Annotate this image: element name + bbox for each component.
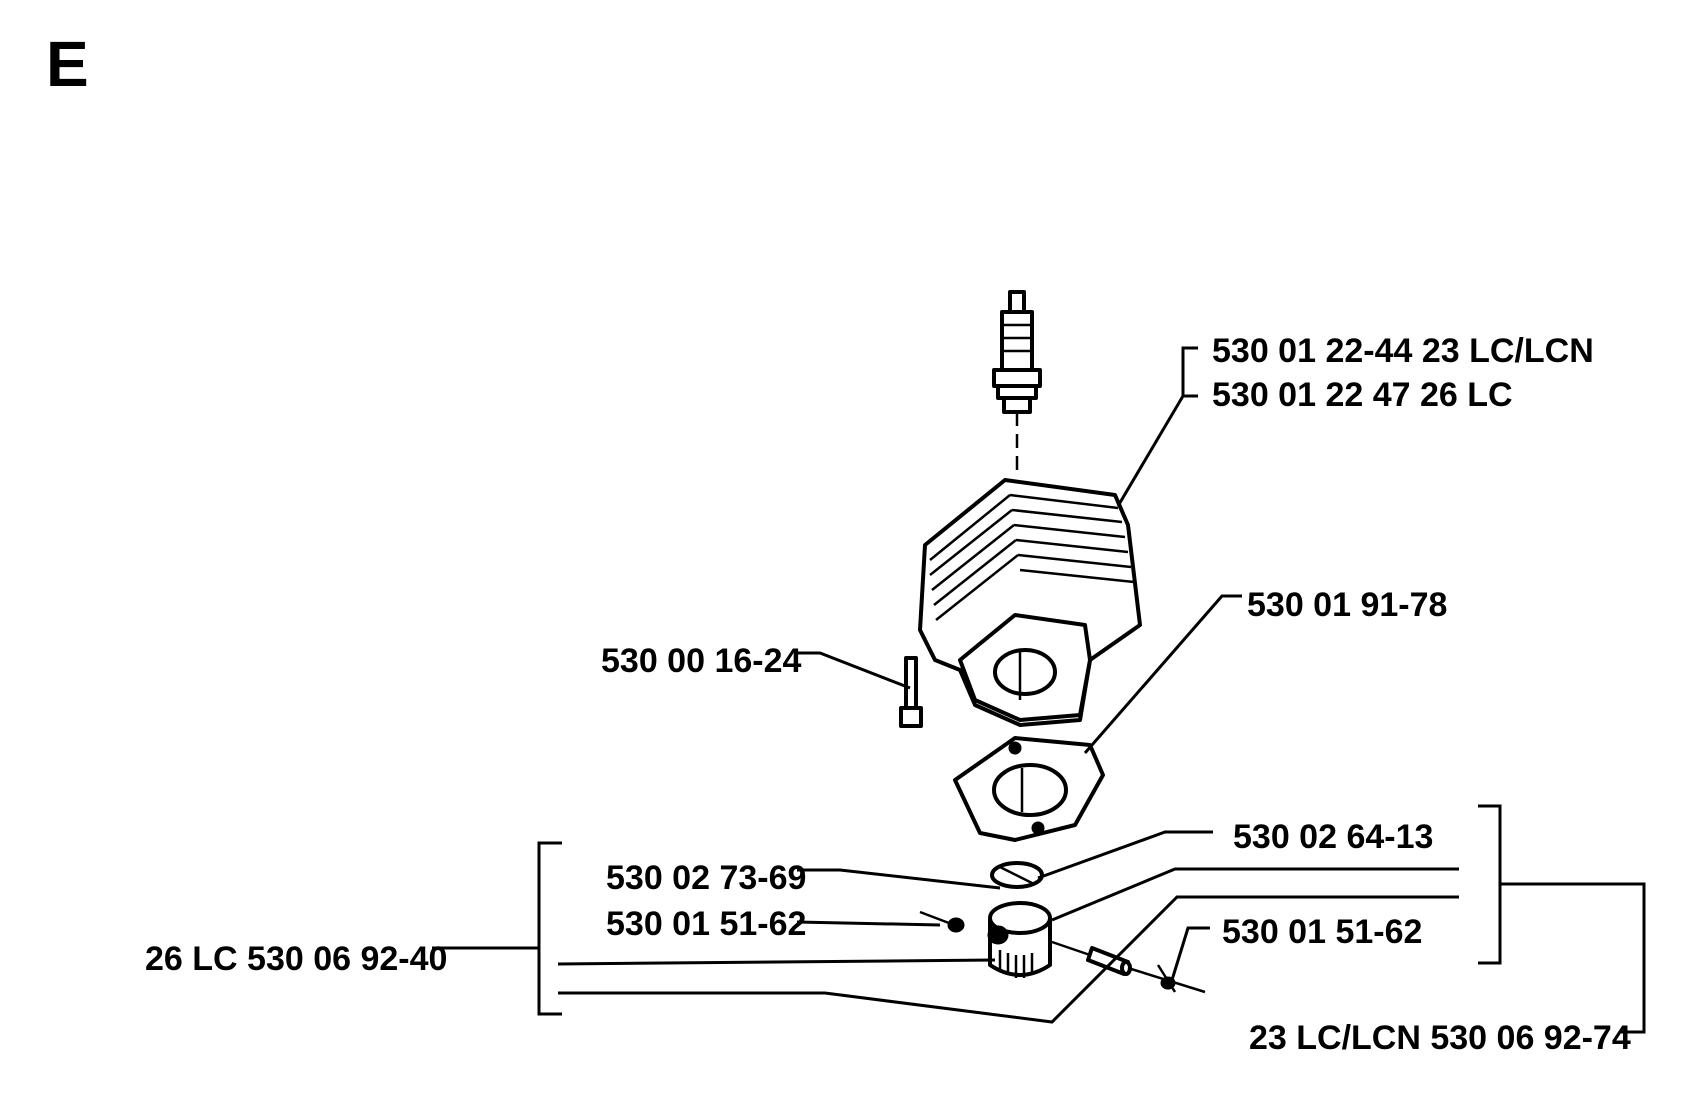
label-wrist-pin-lock-right: 530 01 51-62	[1222, 913, 1422, 951]
label-wrist-pin-lock-left: 530 01 51-62	[606, 905, 806, 943]
label-piston-ring: 530 02 73-69	[606, 859, 806, 897]
leader-lines	[432, 346, 1646, 1034]
label-screw: 530 00 16-24	[601, 642, 801, 680]
label-piston-kit-26lc: 26 LC 530 06 92-40	[145, 940, 447, 978]
wrist-pin-lock-left-drawing	[919, 910, 965, 933]
cylinder-drawing	[918, 478, 1142, 727]
label-piston-kit-23lc: 23 LC/LCN 530 06 92-74	[1249, 1019, 1631, 1057]
section-letter: E	[46, 28, 89, 100]
label-circlip: 530 02 64-13	[1233, 818, 1433, 856]
gasket-drawing	[953, 736, 1105, 842]
wrist-pin-drawing	[1051, 940, 1206, 994]
label-cylinder-23lc: 530 01 22-44 23 LC/LCN	[1212, 332, 1594, 370]
label-cylinder-26lc: 530 01 22 47 26 LC	[1212, 376, 1513, 414]
spark-plug-drawing	[992, 290, 1042, 470]
piston-ring-drawing	[990, 861, 1044, 889]
screw-drawing	[899, 656, 923, 728]
label-gasket: 530 01 91-78	[1247, 586, 1447, 624]
piston-drawing	[987, 901, 1052, 978]
